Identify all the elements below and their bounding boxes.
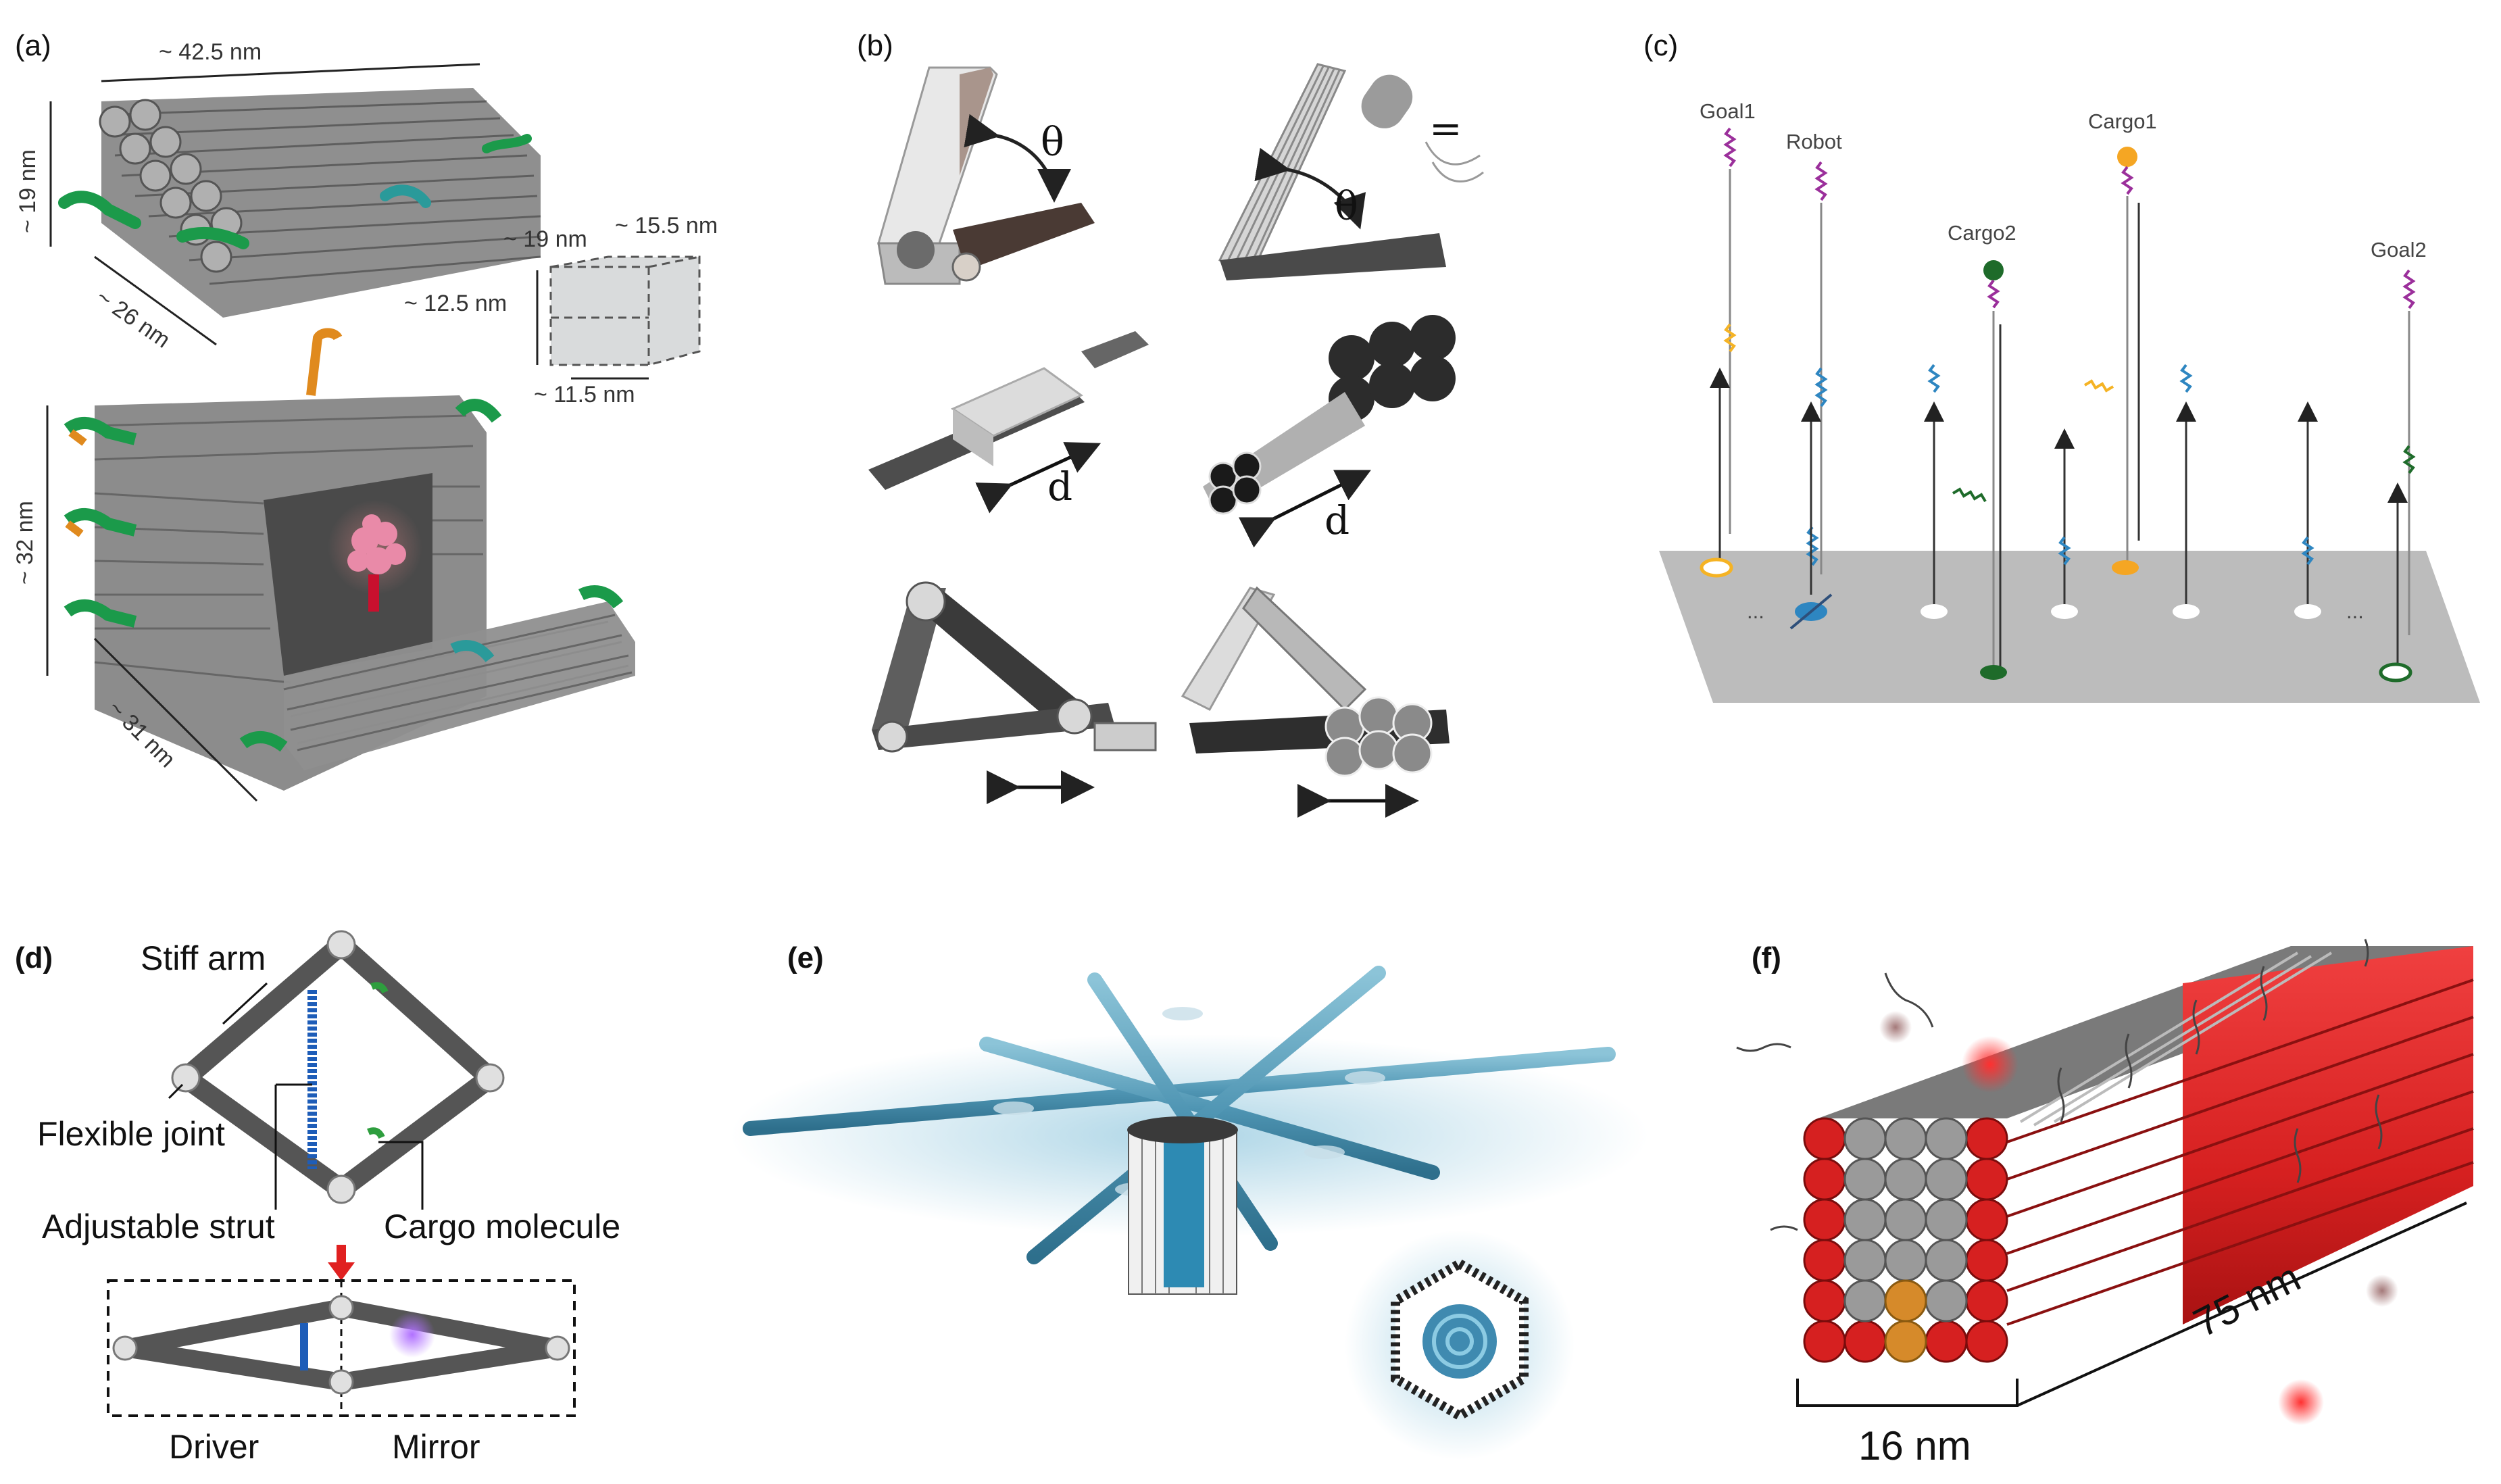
- linkage-origami-icon: [1181, 586, 1450, 818]
- theta-symbol-1: θ: [1041, 119, 1064, 165]
- dim-75nm-line: [2016, 1202, 2467, 1407]
- panel-d-label: (d): [15, 941, 53, 974]
- panel-f: (f): [1736, 939, 2474, 1468]
- cargo2-dot: [1983, 260, 2004, 280]
- dim-16nm: 16 nm: [1858, 1423, 1971, 1468]
- d-symbol-1: d: [1047, 464, 1072, 510]
- hinge-origami-icon: [1218, 63, 1484, 280]
- cavity-box: [549, 255, 701, 366]
- bundle-front-face: [1803, 1117, 2008, 1363]
- mirror-label: Mirror: [392, 1428, 480, 1466]
- equals-symbol: =: [1429, 105, 1462, 151]
- linkage-rhombus: [171, 930, 505, 1204]
- ellipsis-left: ...: [1747, 599, 1764, 623]
- dim-19nm-vertical: ~ 19 nm: [15, 149, 41, 233]
- hinge-mechanical-icon: [877, 66, 1095, 285]
- dim-line-vault-depth: [93, 637, 258, 802]
- panel-c: (c) Goal1 Robot ... Cargo2: [1643, 29, 2480, 703]
- dna-origami-bundle-top: [58, 88, 541, 318]
- cargo2-label: Cargo2: [1948, 221, 2016, 245]
- dim-16nm-bracket: [1796, 1379, 2019, 1407]
- rotor-arms: [743, 966, 1616, 1264]
- panel-f-label: (f): [1752, 941, 1781, 974]
- driver-label: Driver: [169, 1428, 259, 1466]
- panel-a-label: (a): [15, 29, 51, 62]
- dna-origami-vault: [64, 328, 635, 791]
- theta-symbol-2: θ: [1335, 183, 1358, 229]
- cargo-molecule-label: Cargo molecule: [384, 1208, 620, 1245]
- dim-15-5nm: ~ 15.5 nm: [615, 213, 718, 239]
- dim-42-5nm: ~ 42.5 nm: [159, 39, 262, 65]
- rotor-cross-section-icon: [1391, 1258, 1529, 1422]
- slider-mechanical-icon: [868, 331, 1149, 514]
- dim-32nm: ~ 32 nm: [12, 501, 38, 585]
- down-arrow-icon: [328, 1262, 355, 1281]
- flexible-joint-label: Flexible joint: [37, 1115, 225, 1153]
- dim-11-5nm: ~ 11.5 nm: [534, 382, 635, 407]
- cargo1-dot: [2117, 147, 2137, 167]
- ellipsis-right: ...: [2346, 599, 2364, 623]
- goal2-label: Goal2: [2371, 238, 2427, 262]
- robot-label: Robot: [1786, 130, 1842, 153]
- panel-d: (d) Stiff arm Flexible joint Adjustable …: [15, 930, 620, 1466]
- panel-a: (a) ~ 42.5 nm ~ 1: [12, 29, 718, 802]
- linkage-compressed: [112, 1295, 570, 1395]
- stiff-arm-label: Stiff arm: [141, 939, 266, 977]
- panel-e: (e): [730, 941, 1649, 1460]
- dna-nanotube-bundle: [1736, 939, 2474, 1363]
- slider-origami-icon: [1203, 315, 1456, 548]
- d-symbol-2: d: [1324, 497, 1349, 543]
- cargo1-label: Cargo1: [2088, 109, 2157, 133]
- dim-19nm-cavity: ~ 19 nm: [503, 226, 587, 252]
- dim-26nm: ~ 26 nm: [91, 284, 174, 353]
- panel-b: (b) θ = θ: [857, 29, 1484, 818]
- surface-plate: [1659, 551, 2480, 703]
- goal1-label: Goal1: [1700, 99, 1756, 123]
- linkage-mechanical-icon: [872, 581, 1157, 804]
- goal1-anchor: [1700, 558, 1733, 578]
- panel-e-label: (e): [787, 941, 824, 974]
- goal2-anchor: [2379, 662, 2412, 683]
- dim-line-length: [101, 63, 480, 82]
- adjustable-strut-label: Adjustable strut: [42, 1208, 275, 1245]
- panel-c-label: (c): [1643, 29, 1678, 62]
- dim-12-5nm: ~ 12.5 nm: [404, 291, 507, 316]
- dim-line-depth: [94, 255, 217, 346]
- rotor-axle-bundle: [1127, 1116, 1238, 1295]
- panel-b-label: (b): [857, 29, 893, 62]
